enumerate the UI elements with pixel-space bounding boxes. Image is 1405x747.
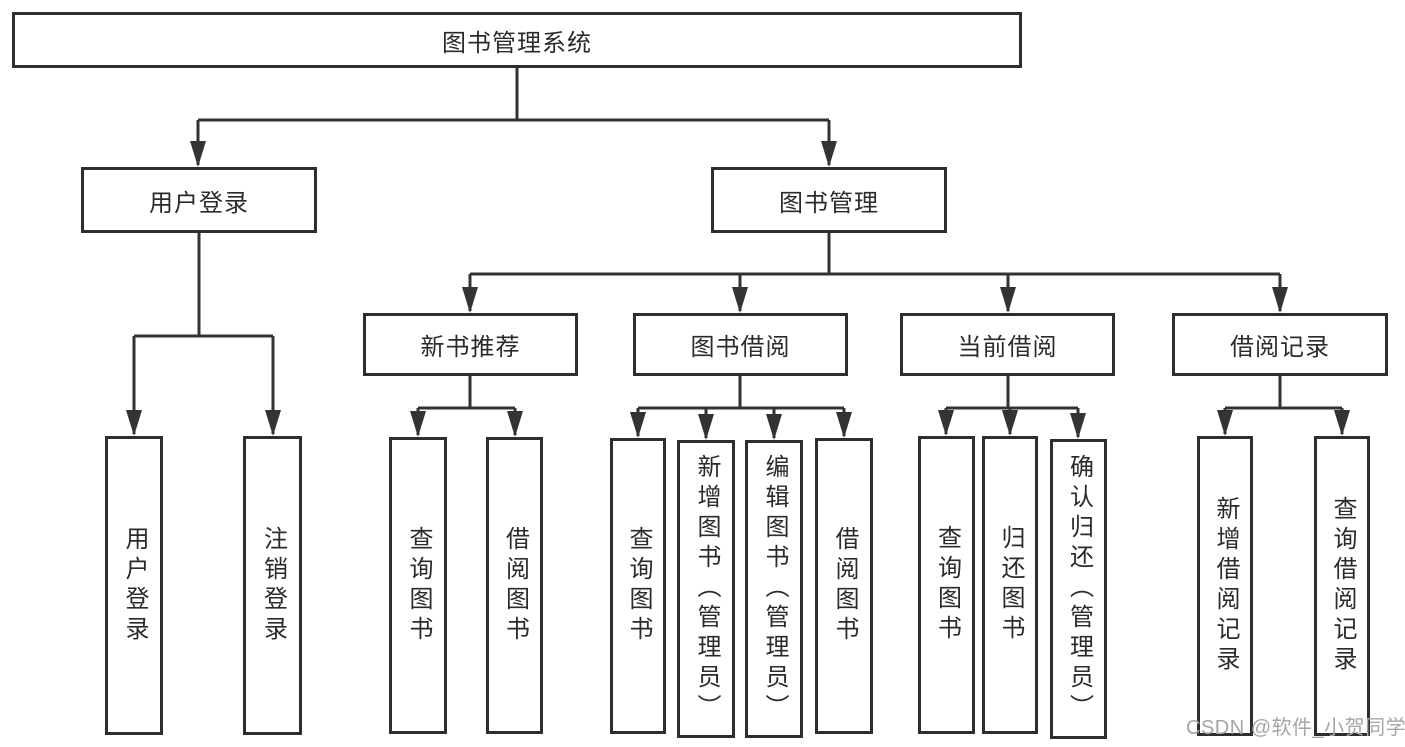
node-label: 借阅图书 <box>501 525 529 646</box>
node-label: 借阅记录 <box>1230 334 1330 361</box>
node-leaf-query-books-recommend: 查询图书 <box>389 437 447 734</box>
node-book-management: 图书管理 <box>711 167 947 233</box>
node-label: 图书管理 <box>779 189 879 217</box>
node-label: 查询借阅记录 <box>1329 496 1356 676</box>
node-leaf-logout: 注销登录 <box>243 436 302 735</box>
node-leaf-user-login: 用户登录 <box>105 436 163 735</box>
node-leaf-add-borrow-record: 新增借阅记录 <box>1197 436 1253 736</box>
node-label: 用户登录 <box>149 189 249 217</box>
node-borrowing-records: 借阅记录 <box>1172 313 1388 376</box>
node-label: 借阅图书 <box>831 526 858 646</box>
node-label: 确认归还（管理员） <box>1065 454 1093 724</box>
node-label: 查询图书 <box>933 525 961 645</box>
node-label: 注销登录 <box>259 525 287 646</box>
node-label: 查询图书 <box>405 525 432 646</box>
node-label: 编辑图书（管理员） <box>761 454 788 724</box>
node-leaf-edit-book-admin: 编辑图书（管理员） <box>745 440 803 738</box>
node-leaf-confirm-return-admin: 确认归还（管理员） <box>1050 439 1107 739</box>
node-label: 新书推荐 <box>420 334 521 361</box>
node-label: 查询图书 <box>625 526 652 646</box>
node-library-management-system: 图书管理系统 <box>12 12 1022 68</box>
node-user-login: 用户登录 <box>81 167 317 233</box>
node-leaf-borrow-books-recommend: 借阅图书 <box>486 437 543 734</box>
node-leaf-query-books-current: 查询图书 <box>918 436 975 734</box>
node-leaf-add-book-admin: 新增图书（管理员） <box>677 440 735 738</box>
node-label: 当前借阅 <box>957 334 1058 361</box>
node-label: 图书借阅 <box>690 334 791 361</box>
node-label: 图书管理系统 <box>442 29 592 57</box>
watermark: CSDN @软件_小贺同学 <box>1186 717 1405 739</box>
node-book-borrowing: 图书借阅 <box>633 313 848 376</box>
node-current-borrowing: 当前借阅 <box>900 313 1115 376</box>
node-new-book-recommendation: 新书推荐 <box>363 313 578 376</box>
node-label: 新增图书（管理员） <box>693 454 720 724</box>
node-leaf-query-books-borrow: 查询图书 <box>610 438 666 734</box>
node-leaf-borrow-books-borrow: 借阅图书 <box>815 438 873 734</box>
node-leaf-return-books: 归还图书 <box>982 436 1038 734</box>
node-label: 归还图书 <box>997 525 1024 645</box>
node-label: 新增借阅记录 <box>1212 496 1239 676</box>
node-label: 用户登录 <box>121 525 148 646</box>
node-leaf-query-borrow-record: 查询借阅记录 <box>1314 436 1370 736</box>
